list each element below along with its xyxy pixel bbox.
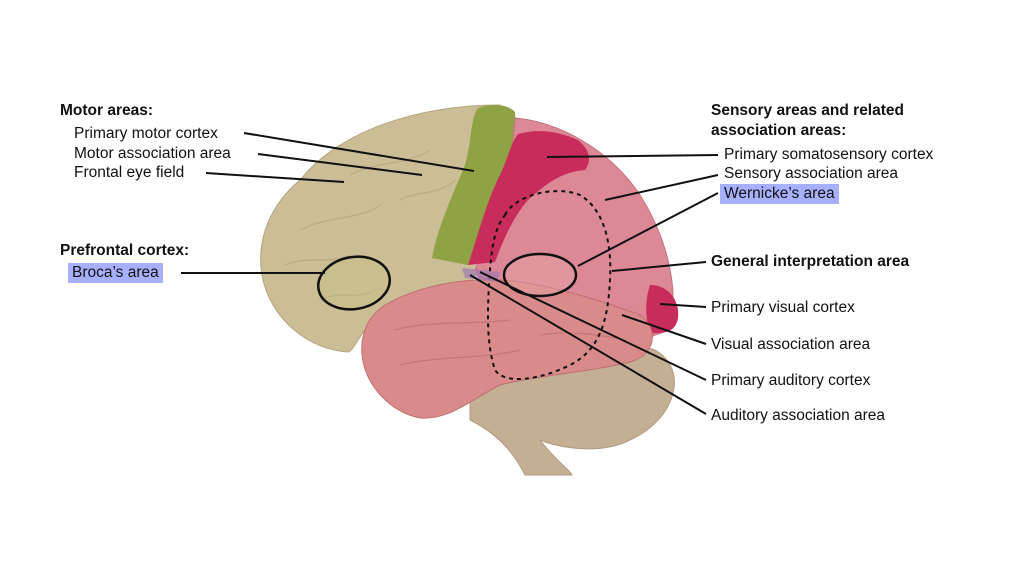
primary-visual-cortex: [646, 285, 679, 334]
label-primary-motor-cortex: Primary motor cortex: [74, 125, 218, 142]
label-brocas-area: Broca’s area: [68, 263, 163, 283]
label-general-interpretation-area: General interpretation area: [711, 253, 910, 270]
somatosensory-strip: [468, 131, 590, 265]
label-motor-association-area: Motor association area: [74, 145, 231, 162]
label-frontal-eye-field: Frontal eye field: [74, 164, 185, 181]
label-sensory-association-area: Sensory association area: [724, 165, 899, 182]
sensory-heading-line2: association areas:: [711, 122, 847, 139]
sensory-heading-line1: Sensory areas and related: [711, 102, 904, 119]
label-visual-association-area: Visual association area: [711, 336, 871, 353]
label-primary-somatosensory-cortex: Primary somatosensory cortex: [724, 146, 934, 163]
broca-area-outline: [317, 255, 391, 311]
label-primary-auditory-cortex: Primary auditory cortex: [711, 372, 871, 389]
label-auditory-association-area: Auditory association area: [711, 407, 886, 424]
gyri-lines: [284, 149, 456, 301]
temporal-lobe: [361, 279, 653, 419]
prefrontal-cortex-heading: Prefrontal cortex:: [60, 242, 190, 259]
auditory-cortex-patch: [462, 268, 500, 282]
leader-lines: [181, 132, 719, 415]
label-wernickes-area: Wernicke’s area: [720, 184, 839, 204]
motor-areas-heading: Motor areas:: [60, 102, 154, 119]
wernicke-area-outline: [502, 252, 578, 298]
motor-strip: [432, 104, 516, 265]
label-primary-visual-cortex: Primary visual cortex: [711, 299, 855, 316]
